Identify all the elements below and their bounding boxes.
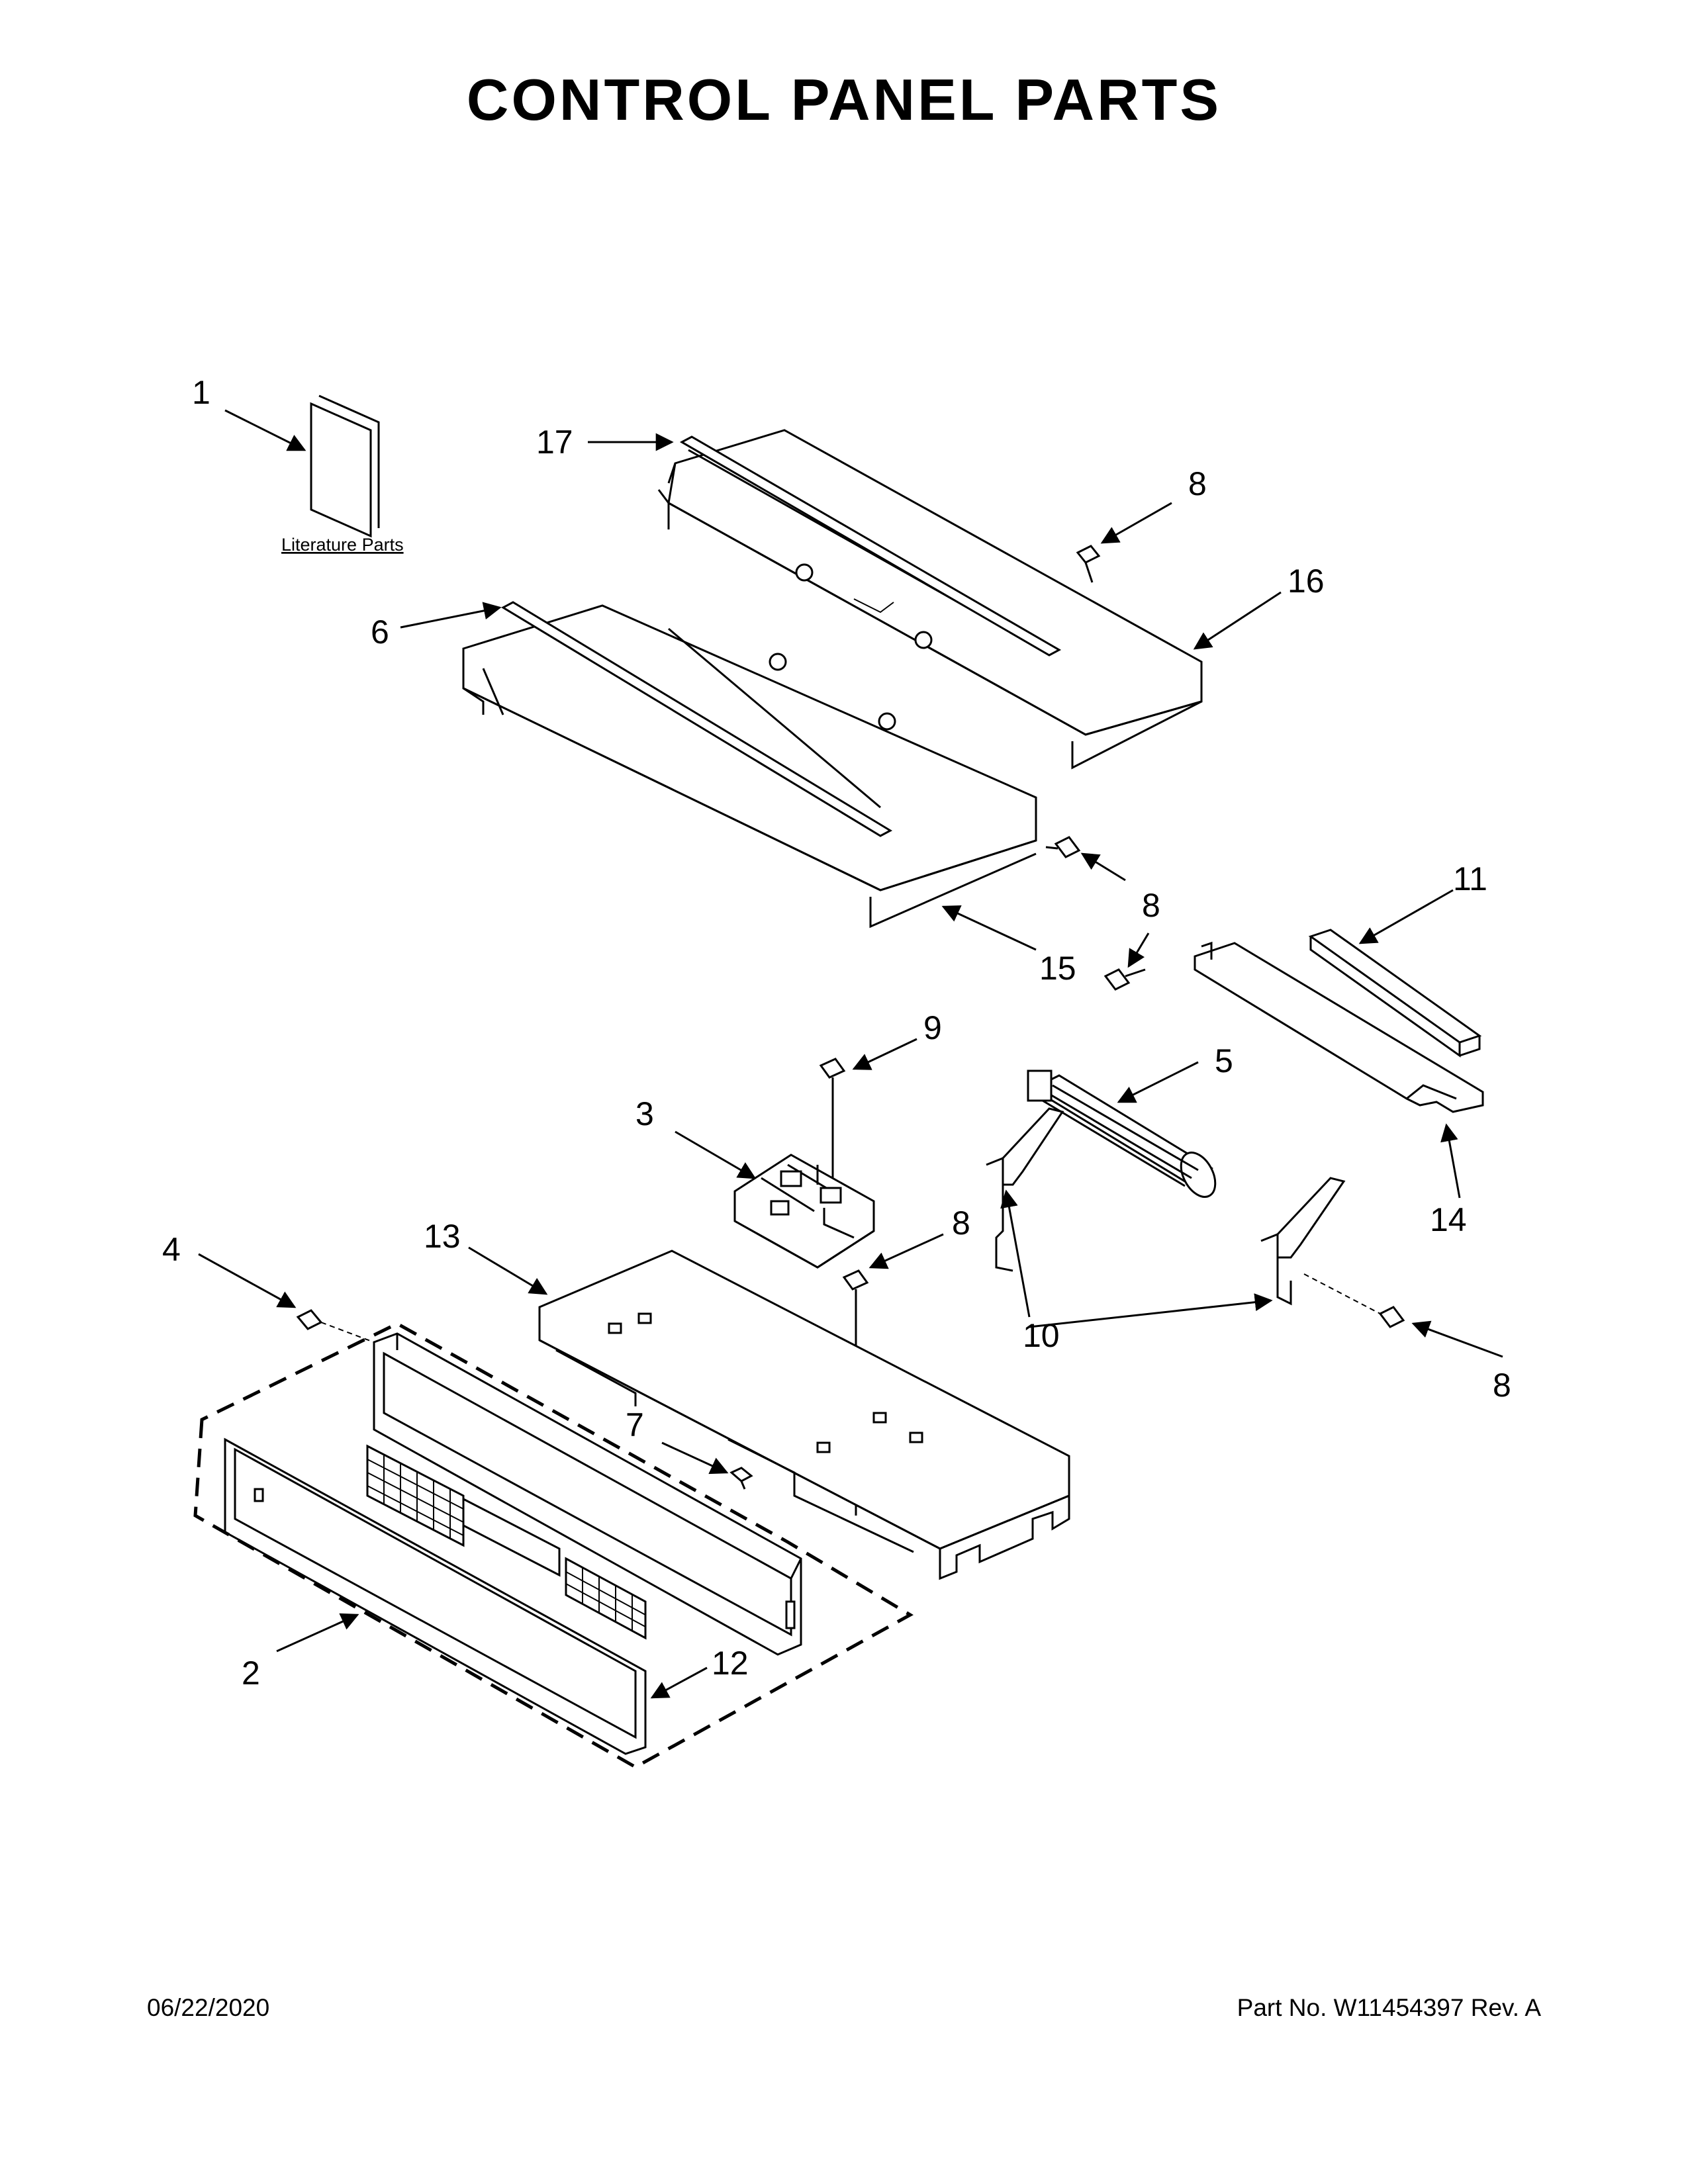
footer-date: 06/22/2020 [147, 1994, 270, 2021]
callout-16: 16 [1288, 563, 1325, 600]
literature-parts-booklet: Literature Parts [281, 394, 404, 555]
keypad-grid-right [565, 1557, 647, 1640]
callout-17: 17 [536, 424, 573, 461]
callout-15: 15 [1039, 950, 1076, 987]
part-10-bracket-right [1260, 1177, 1346, 1306]
part-14-rear-bracket [1194, 941, 1484, 1113]
screw-8-lower-right [1303, 1273, 1405, 1328]
callout-8-lower: 8 [1493, 1367, 1511, 1404]
callout-6: 6 [371, 614, 389, 651]
part-6-trim-strip [500, 601, 893, 837]
screw-8-upper [1076, 545, 1101, 583]
footer-part-number: Part No. W11454397 Rev. A [1237, 1994, 1541, 2021]
callout-3: 3 [635, 1095, 654, 1132]
callout-leaders [198, 409, 1503, 1699]
screw-4 [296, 1309, 378, 1344]
display-window [462, 1497, 561, 1577]
callout-5: 5 [1215, 1042, 1233, 1079]
part-11-foam-strip [1308, 929, 1482, 1058]
callout-4: 4 [162, 1231, 181, 1268]
part-5-tangential-fan [1027, 1069, 1217, 1198]
callout-9: 9 [923, 1009, 942, 1046]
callout-8-mid: 8 [952, 1205, 970, 1242]
callout-8-right: 8 [1142, 887, 1160, 924]
callout-1: 1 [192, 374, 211, 411]
screw-8-right-cover [1045, 836, 1081, 858]
literature-parts-caption: Literature Parts [281, 535, 404, 555]
part-3-control-board [733, 1154, 875, 1269]
part-12-control-frame [373, 1332, 802, 1656]
callout-10: 10 [1023, 1317, 1060, 1354]
callout-11: 11 [1453, 860, 1487, 897]
part-7-small-switch [729, 1467, 753, 1490]
page-title: CONTROL PANEL PARTS [466, 67, 1222, 132]
assembly-boundary [193, 1322, 914, 1769]
keypad-grid-left [366, 1444, 465, 1547]
screw-8-bracket [1103, 968, 1146, 991]
part-2-control-panel-glass [224, 1437, 647, 1755]
part-10-bracket-left [986, 1107, 1064, 1272]
callout-2: 2 [242, 1655, 260, 1692]
part-17-trim-strip [679, 435, 1062, 657]
callout-12: 12 [712, 1645, 749, 1682]
callout-7: 7 [626, 1406, 644, 1443]
callout-13: 13 [424, 1218, 461, 1255]
callout-labels: 1 17 8 16 6 8 15 11 9 5 3 14 8 13 4 10 8… [162, 374, 1511, 1692]
callout-8-top: 8 [1188, 465, 1207, 502]
callout-14: 14 [1430, 1201, 1467, 1238]
part-13-support-plate [538, 1250, 1070, 1580]
